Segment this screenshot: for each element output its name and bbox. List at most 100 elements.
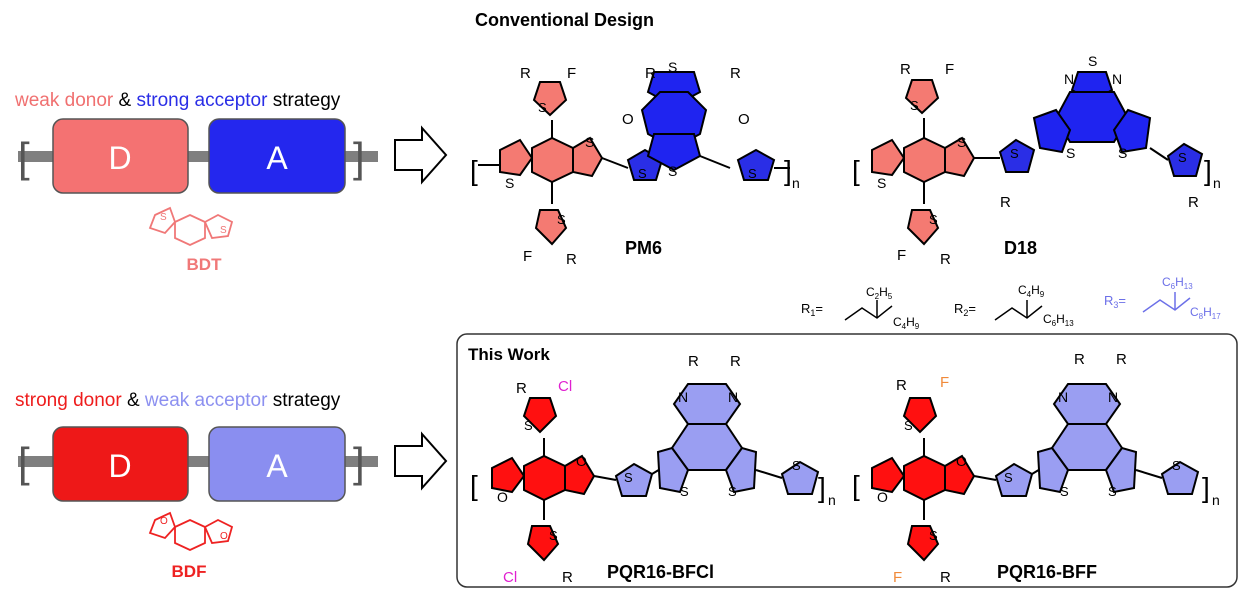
- top-donor-label: D: [108, 140, 131, 176]
- svg-text:R: R: [562, 569, 573, 586]
- svg-text:O: O: [576, 453, 587, 469]
- svg-text:Cl: Cl: [503, 569, 517, 586]
- svg-text:]: ]: [1202, 472, 1210, 503]
- svg-text:R: R: [1188, 194, 1199, 211]
- svg-text:S: S: [1172, 458, 1181, 473]
- bottom-arrow-icon: [394, 431, 448, 491]
- d18-structure: [ S S S R F S F R S R S N N S S S R ] n: [852, 53, 1221, 268]
- svg-text:Cl: Cl: [558, 378, 572, 395]
- r3-definition: R3= C6H13 C8H17: [1104, 275, 1221, 321]
- svg-text:S: S: [792, 458, 801, 473]
- svg-text:R: R: [566, 251, 577, 268]
- svg-text:S: S: [220, 225, 227, 236]
- svg-text:F: F: [940, 374, 949, 391]
- svg-text:R: R: [1116, 351, 1127, 368]
- svg-text:N: N: [678, 389, 688, 405]
- svg-text:R: R: [900, 61, 911, 78]
- bottom-acceptor-block: [208, 426, 346, 502]
- svg-text:O: O: [877, 489, 888, 505]
- svg-text:S: S: [668, 59, 677, 75]
- svg-text:S: S: [1118, 145, 1127, 161]
- svg-text:[: [: [852, 470, 860, 501]
- top-arrow-icon: [394, 125, 448, 185]
- svg-text:S: S: [1108, 484, 1117, 499]
- svg-text:R: R: [730, 353, 741, 370]
- diagram-title: Conventional Design: [475, 10, 654, 30]
- svg-text:n: n: [792, 175, 800, 191]
- svg-text:R: R: [1000, 194, 1011, 211]
- bottom-donor-label: D: [108, 448, 131, 484]
- bottom-acceptor-label: A: [266, 448, 288, 484]
- svg-text:R3=: R3=: [1104, 293, 1126, 310]
- svg-text:C8H17: C8H17: [1190, 305, 1221, 321]
- svg-text:R: R: [520, 65, 531, 82]
- svg-text:[: [: [852, 155, 860, 186]
- svg-text:S: S: [1088, 53, 1097, 69]
- svg-text:N: N: [1064, 71, 1074, 87]
- svg-text:O: O: [497, 489, 508, 505]
- svg-text:R2=: R2=: [954, 301, 976, 318]
- top-strategy-caption: weak donor & strong acceptor strategy: [14, 90, 341, 111]
- this-work-label: This Work: [468, 345, 550, 364]
- svg-text:F: F: [897, 247, 906, 264]
- this-work-frame: [456, 333, 1238, 588]
- svg-text:S: S: [160, 212, 167, 223]
- svg-text:R: R: [688, 353, 699, 370]
- svg-text:S: S: [524, 418, 533, 433]
- svg-text:S: S: [549, 528, 558, 543]
- svg-text:R: R: [645, 65, 656, 82]
- svg-text:R: R: [896, 377, 907, 394]
- svg-text:S: S: [1004, 470, 1013, 485]
- svg-text:S: S: [748, 166, 757, 181]
- svg-text:R: R: [730, 65, 741, 82]
- top-acceptor-block: [208, 118, 346, 194]
- bdt-structure: S S: [148, 206, 234, 246]
- bdt-label: BDT: [187, 255, 223, 274]
- r2-definition: R2= C4H9 C6H13: [954, 283, 1074, 328]
- svg-text:S: S: [929, 528, 938, 543]
- svg-text:]: ]: [1204, 155, 1212, 186]
- bottom-strategy-caption: strong donor & weak acceptor strategy: [15, 390, 341, 411]
- svg-text:O: O: [956, 453, 967, 469]
- svg-text:S: S: [1178, 150, 1187, 165]
- svg-text:R1=: R1=: [801, 301, 823, 318]
- svg-text:S: S: [557, 212, 566, 227]
- svg-text:O: O: [738, 111, 750, 128]
- svg-text:N: N: [728, 389, 738, 405]
- svg-text:S: S: [1066, 145, 1075, 161]
- svg-text:S: S: [877, 175, 886, 191]
- svg-text:S: S: [1060, 484, 1069, 499]
- pqr16-bfcl-name: PQR16-BFCl: [607, 562, 714, 582]
- svg-text:S: S: [505, 175, 514, 191]
- svg-text:F: F: [523, 248, 532, 265]
- svg-text:O: O: [160, 516, 168, 527]
- svg-text:S: S: [910, 98, 919, 113]
- svg-text:S: S: [624, 470, 633, 485]
- svg-text:R: R: [940, 251, 951, 268]
- svg-text:C2H5: C2H5: [866, 285, 893, 301]
- svg-text:N: N: [1108, 389, 1118, 405]
- bdf-label: BDF: [172, 562, 207, 581]
- svg-text:]: ]: [353, 439, 365, 486]
- svg-text:n: n: [1213, 175, 1221, 191]
- svg-text:S: S: [957, 134, 966, 150]
- svg-text:S: S: [929, 212, 938, 227]
- svg-text:S: S: [680, 484, 689, 499]
- svg-text:[: [: [18, 134, 30, 181]
- svg-text:N: N: [1058, 389, 1068, 405]
- svg-text:]: ]: [784, 155, 792, 186]
- pqr16-bff-structure: [ O O S R F S F R S N N R R S S S ] n: [852, 351, 1220, 586]
- pm6-name: PM6: [625, 238, 662, 258]
- svg-text:S: S: [638, 166, 647, 181]
- svg-text:N: N: [1112, 71, 1122, 87]
- r1-definition: R1= C2H5 C4H9: [801, 285, 920, 331]
- pqr16-bfcl-structure: [ O O S R Cl S Cl R S N N R R S S S ] n: [470, 353, 836, 586]
- svg-text:F: F: [567, 65, 576, 82]
- svg-text:S: S: [668, 163, 677, 179]
- svg-text:R: R: [1074, 351, 1085, 368]
- top-da-chain: [ ] D A: [18, 118, 378, 194]
- svg-text:C4H9: C4H9: [1018, 283, 1045, 299]
- pqr16-bff-name: PQR16-BFF: [997, 562, 1097, 582]
- svg-text:R: R: [516, 380, 527, 397]
- bottom-donor-block: [52, 426, 189, 502]
